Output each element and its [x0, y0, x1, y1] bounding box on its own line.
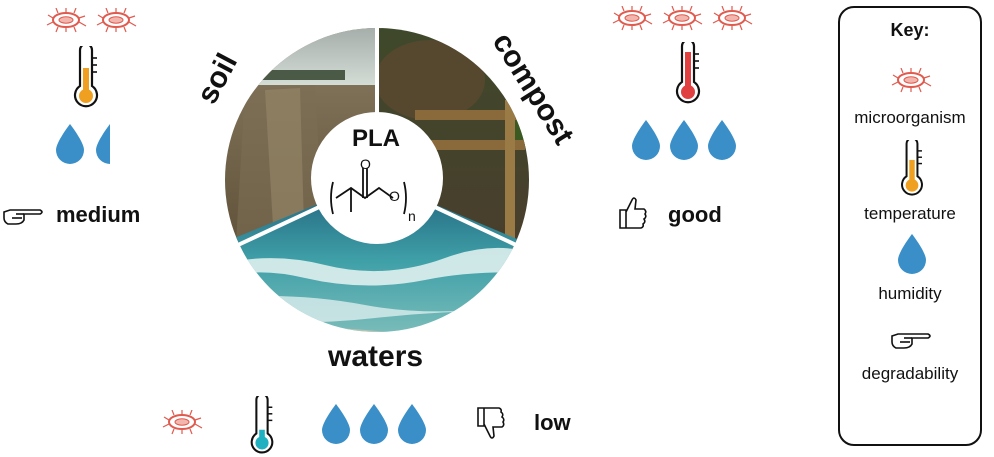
- thumbs-up-icon: [619, 197, 647, 229]
- drop-icon: [398, 404, 426, 444]
- key-item-humidity: humidity: [878, 284, 942, 303]
- key-item-microorganism: microorganism: [854, 108, 966, 127]
- waters-label: waters: [328, 340, 424, 373]
- microbe-icon: [162, 410, 203, 435]
- microbe-icon: [612, 6, 653, 31]
- key-legend: Key: microorganism temperature humidity …: [838, 6, 982, 446]
- ester-oxygen-label: O: [389, 188, 400, 204]
- microbe-icon: [662, 6, 703, 31]
- key-item-degradability: degradability: [861, 364, 959, 383]
- key-title: Key:: [890, 20, 930, 40]
- microbe-icon: [712, 6, 753, 31]
- compost-rating-label: good: [668, 202, 722, 227]
- thumbs-down-icon: [477, 407, 505, 439]
- thermometer-medium-icon: [73, 46, 99, 108]
- center-disc: [311, 112, 443, 244]
- thermometer-icon: [901, 140, 923, 196]
- drop-icon: [670, 120, 698, 160]
- drop-icon: [898, 234, 926, 274]
- drop-icon: [56, 124, 84, 164]
- thermometer-low-icon: [250, 396, 274, 454]
- drop-icon: [322, 404, 350, 444]
- drop-icon: [708, 120, 736, 160]
- drop-icon: [632, 120, 660, 160]
- polymer-name: PLA: [352, 125, 400, 152]
- pla-structure: [330, 168, 407, 215]
- microbe-icon: [891, 68, 932, 93]
- soil-rating-label: medium: [56, 202, 141, 227]
- carbonyl-oxygen-label: O: [360, 156, 371, 172]
- thermometer-high-icon: [675, 42, 701, 104]
- microbe-icon: [96, 8, 137, 33]
- key-item-temperature: temperature: [864, 204, 956, 223]
- half-drop-icon: [96, 124, 110, 164]
- pointing-hand-icon: [3, 209, 43, 225]
- waters-rating-label: low: [534, 410, 571, 435]
- pointing-hand-icon: [891, 333, 931, 349]
- microbe-icon: [46, 8, 87, 33]
- central-diagram: [222, 20, 532, 332]
- drop-icon: [360, 404, 388, 444]
- repeat-count-label: n: [408, 208, 416, 224]
